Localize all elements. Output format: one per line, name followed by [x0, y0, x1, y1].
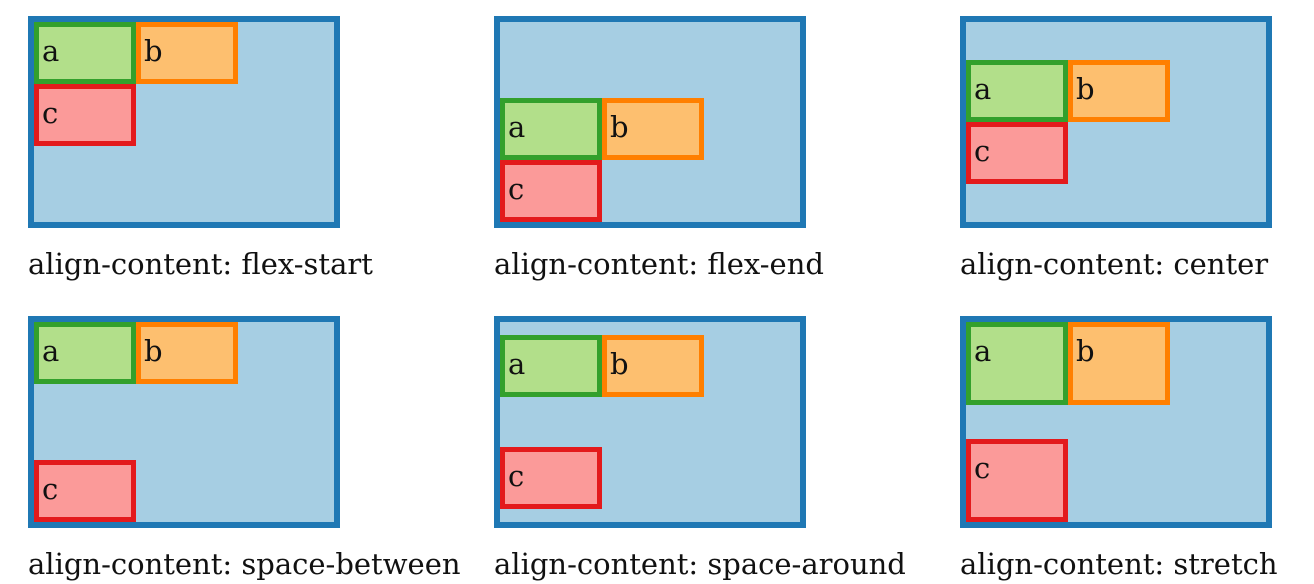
diagram-flex-end: a b c align-content: flex-end: [494, 16, 824, 281]
caption: align-content: center: [960, 247, 1269, 281]
flex-container: a b c: [28, 316, 340, 528]
item-a: a: [34, 22, 136, 84]
diagram-space-around: a b c align-content: space-around: [494, 316, 906, 581]
item-c: c: [500, 160, 602, 222]
item-b: b: [1068, 60, 1170, 122]
flex-container: a b c: [28, 16, 340, 228]
diagram-flex-start: a b c align-content: flex-start: [28, 16, 373, 281]
item-b: b: [602, 334, 704, 397]
flex-container: a b c: [494, 16, 806, 228]
item-b: b: [136, 22, 238, 84]
item-b: b: [602, 98, 704, 160]
flex-container: a b c: [960, 316, 1272, 528]
item-c: c: [966, 122, 1068, 184]
item-c: c: [34, 460, 136, 522]
diagram-center: a b c align-content: center: [960, 16, 1272, 281]
diagram-space-between: a b c align-content: space-between: [28, 316, 461, 581]
item-a: a: [34, 322, 136, 384]
item-c: c: [34, 84, 136, 146]
item-c: c: [966, 439, 1068, 522]
caption: align-content: flex-end: [494, 247, 824, 281]
flex-container: a b c: [494, 316, 806, 528]
item-a: a: [966, 60, 1068, 122]
item-a: a: [966, 322, 1068, 405]
item-a: a: [500, 334, 602, 397]
item-b: b: [136, 322, 238, 384]
flex-container: a b c: [960, 16, 1272, 228]
caption: align-content: space-around: [494, 547, 906, 581]
item-a: a: [500, 98, 602, 160]
item-b: b: [1068, 322, 1170, 405]
caption: align-content: stretch: [960, 547, 1278, 581]
caption: align-content: space-between: [28, 547, 461, 581]
diagram-stretch: a b c align-content: stretch: [960, 316, 1278, 581]
caption: align-content: flex-start: [28, 247, 373, 281]
item-c: c: [500, 447, 602, 510]
